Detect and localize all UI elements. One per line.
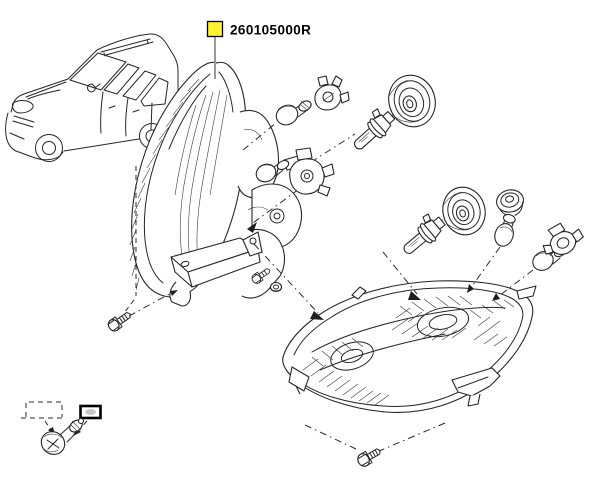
mounting-screw-center xyxy=(251,268,270,284)
mounting-screw-bottom xyxy=(357,448,381,467)
parking-bulb xyxy=(255,159,290,183)
arrowhead xyxy=(467,284,474,293)
arrowhead xyxy=(492,293,500,301)
part-marker[interactable] xyxy=(206,20,224,38)
dust-cap-right xyxy=(442,186,486,236)
legend-bulb xyxy=(40,417,85,455)
parking-bulb-socket xyxy=(289,147,335,197)
indicator-bulb xyxy=(494,213,516,247)
signal-bulb xyxy=(275,100,312,126)
lens-crosshatch xyxy=(302,337,390,406)
arrowhead xyxy=(408,291,421,300)
headlamp-front-view xyxy=(282,280,537,413)
small-cap xyxy=(496,189,524,217)
leader-lines xyxy=(123,110,534,452)
part-number[interactable]: 260105000R xyxy=(230,23,311,38)
retaining-nut xyxy=(269,281,283,293)
arrowhead xyxy=(247,222,257,233)
legend-solid-box-inner xyxy=(85,409,96,415)
halogen-bulb-right xyxy=(403,213,446,254)
arrowhead xyxy=(310,311,324,320)
mounting-bracket xyxy=(169,231,263,307)
vehicle-thumbnail xyxy=(5,33,179,162)
bulb-socket xyxy=(314,75,350,111)
housing-hatching xyxy=(129,78,200,291)
legend xyxy=(17,401,102,455)
indicator-bulb-socket xyxy=(542,222,584,255)
legend-dashed-box xyxy=(17,401,63,419)
dust-cap-left xyxy=(388,74,436,128)
arrowhead xyxy=(170,290,178,296)
headlamp-rear-view xyxy=(129,61,320,307)
front-lamp-bracket xyxy=(451,367,501,407)
halogen-bulb-left xyxy=(354,108,396,150)
mounting-screw-left xyxy=(107,312,131,332)
part-callout: 260105000R xyxy=(206,20,311,79)
front-wheel xyxy=(35,134,63,162)
